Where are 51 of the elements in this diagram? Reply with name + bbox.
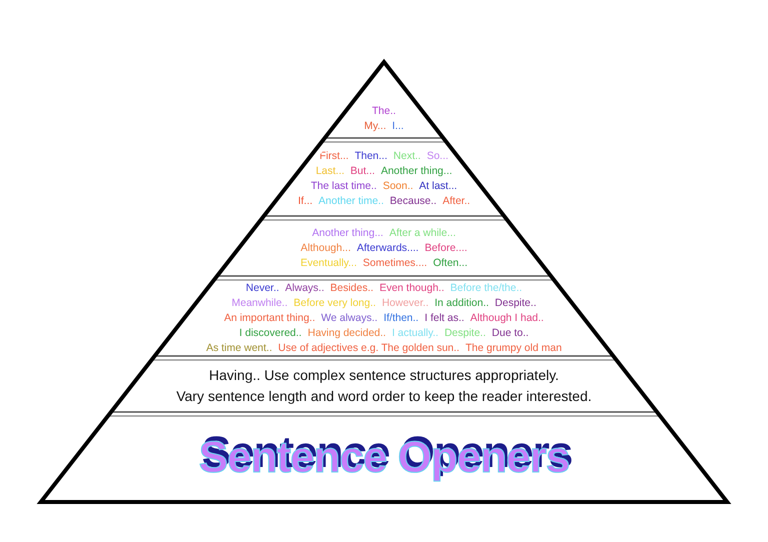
sentence-opener: The.. bbox=[372, 104, 396, 119]
sentence-opener: Last... bbox=[316, 164, 344, 179]
sentence-opener: An important thing.. bbox=[224, 310, 316, 326]
sentence-opener: Before the/the.. bbox=[450, 280, 522, 296]
sentence-opener: If... bbox=[298, 194, 313, 209]
sentence-opener: Never.. bbox=[246, 280, 280, 296]
sentence-opener: Then... bbox=[354, 149, 388, 164]
sentence-opener: In addition.. bbox=[434, 296, 489, 310]
sentence-opener: My... bbox=[364, 119, 386, 134]
instruction-text: Having.. Use complex sentence structures appropriately. bbox=[209, 366, 559, 385]
sentence-opener: Meanwhile.. bbox=[232, 296, 288, 310]
sentence-opener: Before.... bbox=[424, 240, 468, 256]
sentence-opener: Often... bbox=[433, 256, 468, 270]
title-wordart: Sentence Openers bbox=[198, 433, 570, 483]
sentence-opener: Besides.. bbox=[330, 280, 374, 296]
sentence-opener: Soon.. bbox=[382, 179, 414, 194]
sentence-opener: Next.. bbox=[393, 149, 421, 164]
sentence-opener: Always.. bbox=[285, 280, 324, 296]
sentence-opener: Before very long.. bbox=[294, 296, 376, 310]
sentence-opener: Another thing... bbox=[312, 226, 384, 240]
sentence-opener: Having decided.. bbox=[308, 326, 386, 340]
sentence-opener: After a while... bbox=[389, 226, 456, 240]
sentence-opener: Although I had.. bbox=[470, 310, 544, 326]
sentence-opener: Due to.. bbox=[492, 326, 529, 340]
sentence-opener: Even though.. bbox=[379, 280, 444, 296]
sentence-opener: At last... bbox=[419, 179, 458, 194]
sentence-opener: I actually.. bbox=[392, 326, 438, 340]
sentence-opener: I felt as.. bbox=[424, 310, 464, 326]
sentence-opener: After.. bbox=[442, 194, 470, 209]
sentence-opener: First... bbox=[320, 149, 349, 164]
sentence-opener: I discovered.. bbox=[239, 326, 302, 340]
sentence-opener: Sometimes.... bbox=[362, 256, 428, 270]
sentence-opener: I... bbox=[392, 119, 404, 134]
sentence-opener: Because.. bbox=[390, 194, 437, 209]
sentence-opener: Despite.. bbox=[494, 296, 536, 310]
sentence-opener: Despite.. bbox=[444, 326, 486, 340]
sentence-opener: But... bbox=[350, 164, 375, 179]
instruction-text: Vary sentence length and word order to keep the reader interested. bbox=[176, 387, 592, 406]
sentence-opener: Afterwards.... bbox=[356, 240, 419, 256]
sentence-opener: However.. bbox=[382, 296, 429, 310]
sentence-opener: As time went.. bbox=[206, 340, 272, 356]
sentence-opener: So... bbox=[426, 149, 448, 164]
sentence-opener: If/then.. bbox=[384, 310, 419, 326]
sentence-opener: Although... bbox=[300, 240, 351, 256]
sentence-opener: Use of adjectives e.g. The golden sun.. bbox=[278, 340, 460, 356]
sentence-opener: Another time.. bbox=[318, 194, 384, 209]
sentence-opener: Eventually... bbox=[300, 256, 357, 270]
sentence-opener: The grumpy old man bbox=[465, 340, 562, 356]
sentence-opener: Another thing... bbox=[380, 164, 452, 179]
sentence-opener: The last time.. bbox=[310, 179, 377, 194]
sentence-opener: We always.. bbox=[321, 310, 378, 326]
